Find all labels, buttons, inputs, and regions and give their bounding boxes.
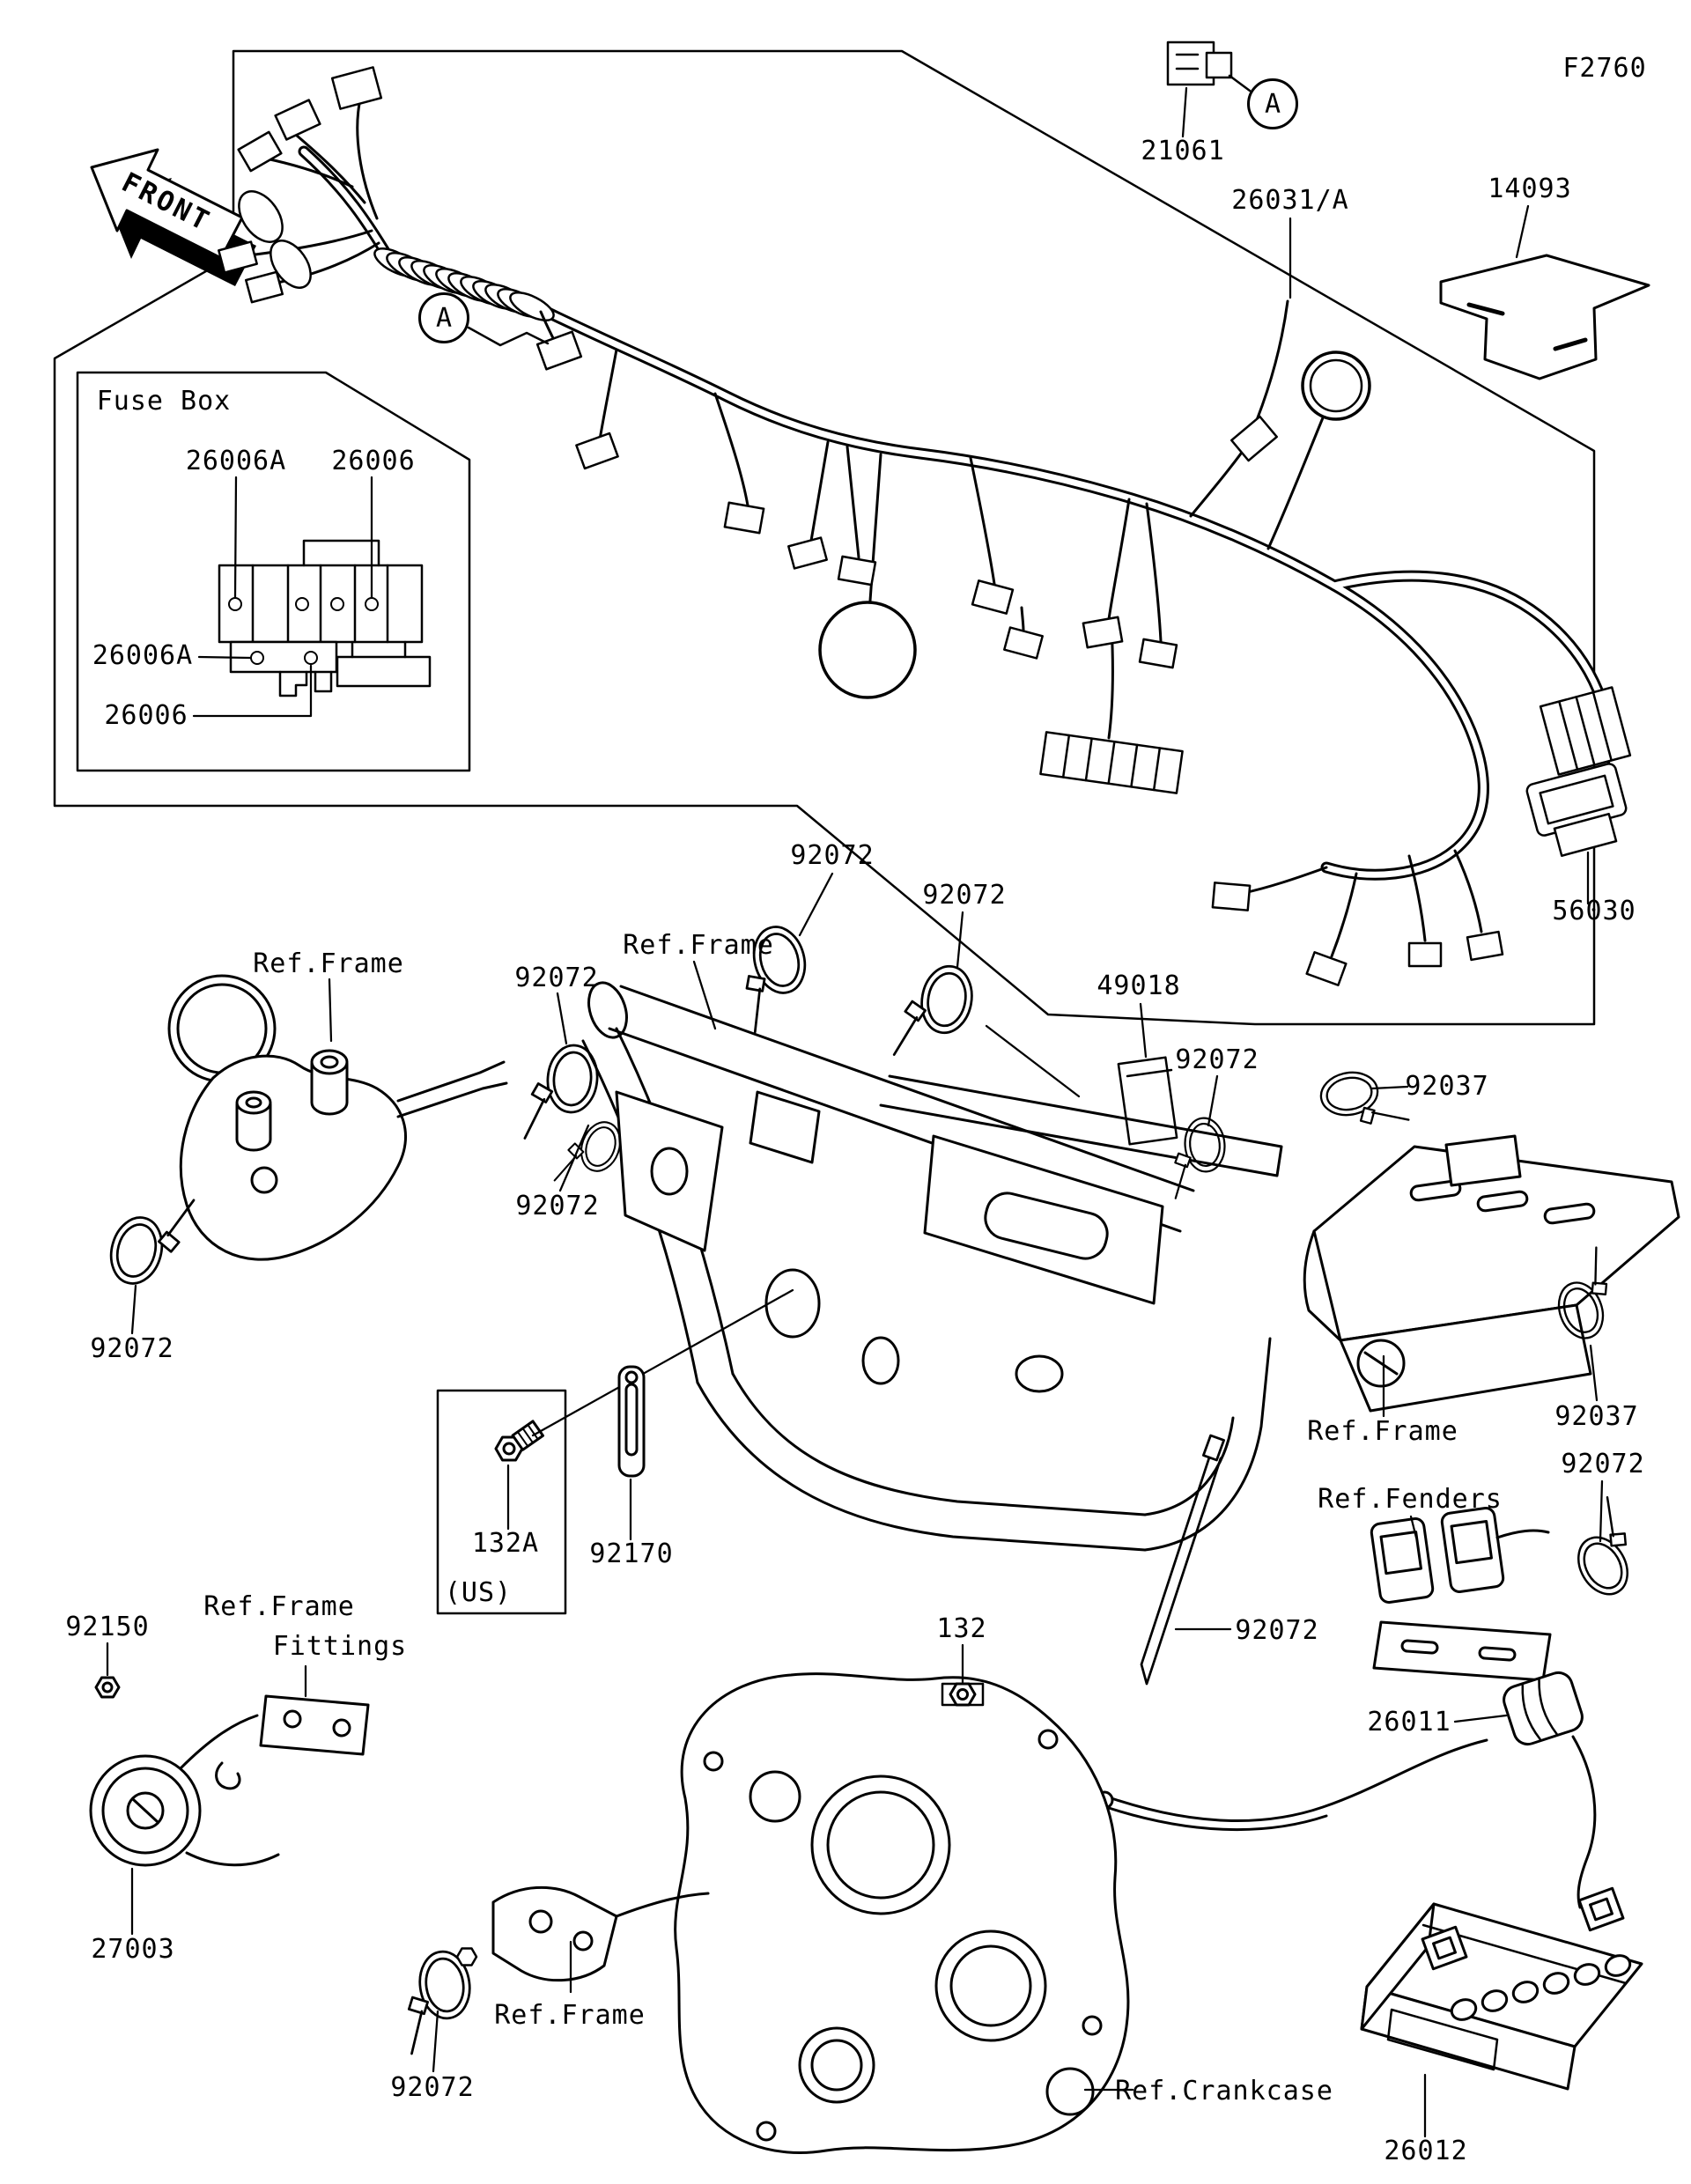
bolt-92150 <box>94 1676 121 1699</box>
steering-head-assembly <box>167 974 508 1261</box>
front-arrow: FRONT <box>90 148 256 286</box>
harness-enclosure-border <box>53 49 1596 1615</box>
main-harness <box>218 41 1650 1146</box>
frame-lineart <box>581 981 1283 1552</box>
strap-92170 <box>617 1365 646 1478</box>
horn-assembly <box>89 1676 370 1867</box>
harness-branch-wires <box>247 102 1612 958</box>
frame-tab-bottom <box>491 1885 710 1982</box>
joint-connector <box>1039 731 1184 794</box>
leader-lines <box>106 86 1604 2138</box>
fuse-box-border <box>76 371 471 772</box>
crankcase <box>674 1672 1130 2154</box>
needle-strap <box>1140 1434 1225 1686</box>
bolt-132 <box>949 1682 977 1707</box>
cover-plate-14093 <box>1439 254 1650 380</box>
battery-lead-26011 <box>1095 1671 1597 1909</box>
cable-ties <box>102 919 1652 2055</box>
detail-a2-leader <box>467 326 550 347</box>
harness-connectors <box>218 66 1504 986</box>
bolt-on-tie-bottom <box>455 1947 478 1966</box>
bolt-132a <box>494 1420 545 1462</box>
relay-21061 <box>1166 41 1252 92</box>
small-fasteners <box>494 1288 977 1707</box>
relay-49018 <box>1117 1056 1178 1146</box>
battery-tray-bracket <box>1303 1134 1680 1413</box>
fender-fuse-holders <box>1370 1507 1552 1682</box>
harness-coil-section <box>373 247 555 321</box>
frame-fitting-bracket <box>259 1694 370 1756</box>
connector-56030-assembly <box>1525 686 1632 857</box>
battery <box>1360 1886 1643 2091</box>
fuse-block <box>218 539 432 697</box>
us-option-box <box>436 1389 567 1615</box>
